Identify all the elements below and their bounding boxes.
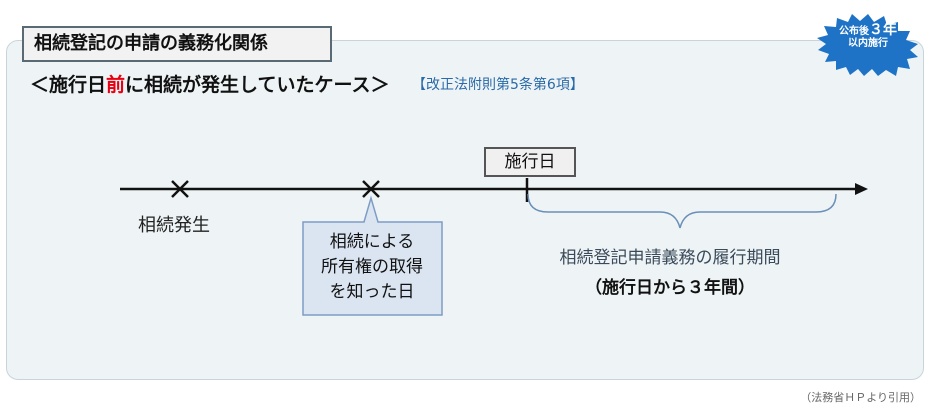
acquisition-line3: を知った日 [329, 282, 415, 302]
effective-date-box: 施行日 [484, 147, 576, 177]
badge-number: ３ [869, 22, 883, 38]
acquisition-line2: 所有権の取得 [321, 257, 423, 277]
section-title: 相続登記の申請の義務化関係 [22, 26, 332, 62]
case-heading: ＜施行日前に相続が発生していたケース＞ [30, 70, 390, 97]
acquisition-callout [302, 195, 443, 316]
starburst-badge-icon [817, 14, 918, 76]
event1-cross-icon [171, 180, 189, 198]
heading-prefix: ＜施行日 [30, 74, 107, 96]
event2-cross-icon [362, 180, 380, 198]
event1-label: 相続発生 [138, 215, 210, 236]
period-label: 相続登記申請義務の履行期間 [559, 248, 781, 268]
badge-suffix: 年 [883, 22, 897, 38]
acquisition-label: 相続による 所有権の取得 を知った日 [304, 230, 440, 305]
acquisition-line1: 相続による [329, 232, 415, 252]
source-note: （法務省ＨＰより引用） [800, 391, 921, 404]
badge-line1: 公布後３年 [816, 22, 920, 38]
period-brace [527, 193, 837, 229]
law-reference: 【改正法附則第5条第6項】 [412, 77, 584, 93]
timeline-arrowhead-icon [855, 183, 868, 195]
heading-suffix: に相続が発生していたケース＞ [125, 74, 390, 96]
heading-emphasis: 前 [106, 74, 126, 96]
badge-line2: 以内施行 [848, 38, 888, 50]
content-panel [6, 40, 924, 380]
badge-prefix: 公布後 [839, 26, 869, 37]
period-note: （施行日から３年間） [585, 278, 755, 298]
badge-text: 公布後３年 以内施行 [816, 22, 920, 50]
